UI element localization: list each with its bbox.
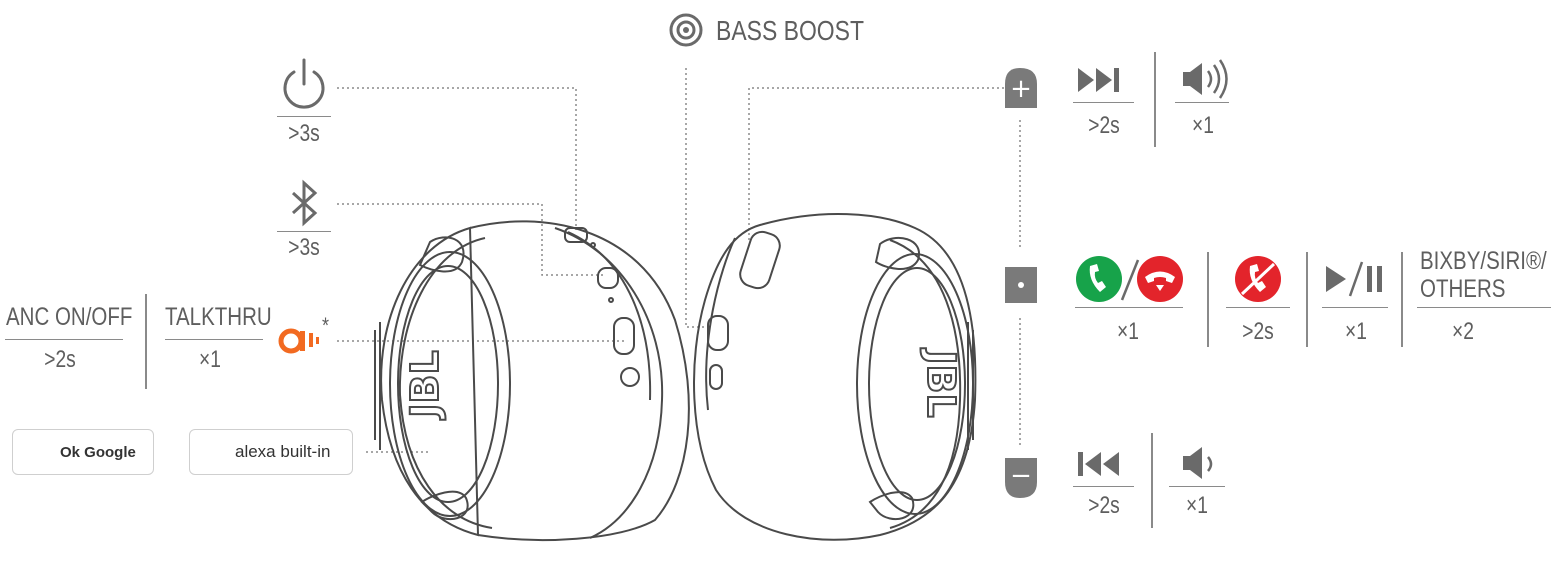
volume-up-icon — [1183, 59, 1228, 99]
left-earcup — [374, 220, 690, 541]
bluetooth-connector — [337, 203, 606, 276]
next-hold-value: >2s — [1088, 112, 1120, 139]
rule-reject — [1226, 307, 1290, 308]
separator-call-reject — [1207, 252, 1209, 347]
right-earcup — [693, 212, 977, 541]
rule-anc — [5, 339, 123, 340]
bluetooth-icon — [291, 179, 318, 227]
talkthru-press-value: ×1 — [199, 346, 221, 373]
end-call-icon — [1137, 256, 1183, 302]
rule-play — [1322, 307, 1388, 308]
alexa-badge: alexa built-in — [189, 429, 353, 475]
volume-up-press-value: ×1 — [1192, 112, 1214, 139]
play-pause-icon — [1326, 261, 1382, 297]
separator-prev-vol — [1151, 433, 1153, 528]
separator-reject-play — [1306, 252, 1308, 347]
connector-lines — [337, 68, 1021, 453]
separator-play-assistant — [1401, 252, 1403, 347]
voice-assistant-label: BIXBY/SIRI®/ — [1420, 247, 1547, 275]
previous-track-icon — [1078, 452, 1119, 476]
separator-anc-talkthru — [145, 294, 147, 389]
volume-down-press-value: ×1 — [1186, 492, 1208, 519]
volume-up-connector — [748, 87, 1005, 240]
reject-call-icon — [1235, 256, 1281, 302]
bass-boost-label: BASS BOOST — [716, 15, 865, 46]
rule-power — [277, 116, 331, 117]
answer-call-icon — [1076, 256, 1122, 302]
rule-next — [1073, 102, 1134, 103]
rule-vol-down — [1169, 486, 1225, 487]
volume-up-button-shape — [1005, 68, 1037, 108]
assistant-press-value: ×2 — [1452, 318, 1474, 345]
talkthru-label: TALKTHRU — [165, 303, 272, 331]
voice-assistant-label-2: OTHERS — [1420, 275, 1506, 303]
ok-google-label: Ok Google — [60, 443, 136, 461]
call-press-value: ×1 — [1117, 318, 1139, 345]
reject-hold-value: >2s — [1242, 318, 1274, 345]
rule-talkthru — [165, 339, 263, 340]
plus-icon: + — [1010, 74, 1032, 104]
anc-label: ANC ON/OFF — [6, 303, 133, 331]
bass-boost-icon — [669, 13, 703, 47]
rule-call — [1075, 307, 1183, 308]
rule-bluetooth — [277, 231, 331, 232]
anc-hold-value: >2s — [44, 346, 76, 373]
volume-down-button-shape — [1005, 458, 1037, 498]
ok-google-badge: Ok Google — [12, 429, 154, 475]
alexa-label: alexa built-in — [235, 442, 331, 461]
power-icon — [283, 58, 325, 109]
ambient-aware-icon — [278, 328, 319, 354]
slash-divider — [1120, 259, 1140, 301]
jbl-logo-left: JBL — [403, 350, 447, 420]
power-connector — [337, 87, 577, 230]
minus-icon: − — [1010, 461, 1032, 491]
bass-boost-connector — [685, 68, 712, 328]
rail-buttons — [1005, 68, 1037, 498]
play-press-value: ×1 — [1345, 318, 1367, 345]
rule-vol-up — [1175, 102, 1229, 103]
ambient-asterisk: * — [322, 313, 330, 338]
separator-next-vol — [1154, 52, 1156, 147]
bluetooth-hold-value: >3s — [288, 234, 320, 261]
rule-prev — [1073, 486, 1134, 487]
jbl-logo-right: JBL — [919, 347, 963, 417]
next-track-icon — [1078, 68, 1119, 92]
rule-assistant — [1417, 307, 1551, 308]
prev-hold-value: >2s — [1088, 492, 1120, 519]
power-hold-value: >3s — [288, 120, 320, 147]
volume-down-icon — [1183, 447, 1213, 479]
